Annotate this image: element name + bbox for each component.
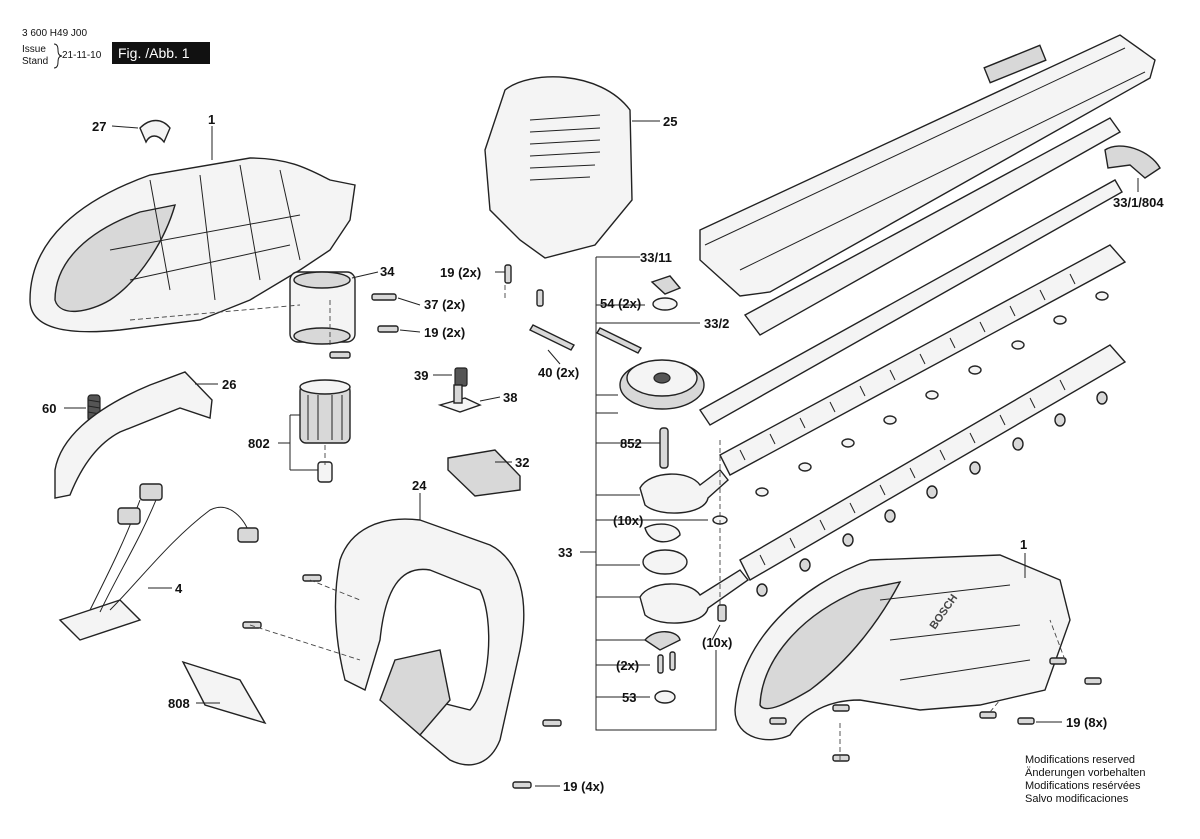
cap-27 <box>139 119 171 144</box>
callout-1-bottom: 1 <box>1020 537 1027 552</box>
brace-icon <box>53 43 63 69</box>
callout-40: 40 (2x) <box>538 365 579 380</box>
housing-half-right: BOSCH <box>734 554 1071 741</box>
callout-34: 34 <box>380 264 395 279</box>
callout-33-1-804: 33/1/804 <box>1113 195 1164 210</box>
gear <box>619 359 705 410</box>
assembly-lines <box>129 285 1066 760</box>
label-808 <box>181 660 267 725</box>
pad-32 <box>447 449 521 497</box>
callout-4: 4 <box>175 581 183 596</box>
figure-label: Fig. /Abb. 1 <box>118 45 190 61</box>
callout-19-a: 19 (2x) <box>424 325 465 340</box>
cable-harness-4 <box>58 483 259 641</box>
callout-labels: 27 1 34 37 (2x) 19 (2x) 26 60 802 39 38 … <box>42 112 1164 794</box>
callout-33-11: 33/11 <box>640 250 672 265</box>
lever-26 <box>54 371 213 499</box>
callout-26: 26 <box>222 377 236 392</box>
callout-54: 54 (2x) <box>600 296 641 311</box>
screws-37-19 <box>329 293 399 359</box>
housing-half-left <box>29 157 356 333</box>
leader-lines <box>64 120 1139 787</box>
note-line-3: Modifications resérvées <box>1025 780 1141 792</box>
callout-39: 39 <box>414 368 428 383</box>
screws-19-8x <box>769 657 1102 762</box>
callout-24: 24 <box>412 478 427 493</box>
note-line-2: Änderungen vorbehalten <box>1025 767 1145 779</box>
figure-badge <box>112 42 210 64</box>
callout-19-b: 19 (2x) <box>440 265 481 280</box>
header: 3 600 H49 J00 Issue Stand 21-11-10 Fig. … <box>22 28 210 69</box>
guide-bar <box>698 179 1123 426</box>
connecting-rod-lower <box>639 569 750 624</box>
issue-label: Issue <box>22 44 46 55</box>
small-parts <box>642 275 728 704</box>
callout-25: 25 <box>663 114 677 129</box>
group-33-bracket <box>580 256 717 731</box>
callout-2x: (2x) <box>616 658 639 673</box>
callout-1-top: 1 <box>208 112 215 127</box>
callout-33-2: 33/2 <box>704 316 729 331</box>
doc-number: 3 600 H49 J00 <box>22 28 87 39</box>
callout-33: 33 <box>558 545 572 560</box>
callout-37: 37 (2x) <box>424 297 465 312</box>
screws-19-4x <box>242 574 562 789</box>
modifications-note: Modifications reserved Änderungen vorbeh… <box>1025 754 1145 805</box>
callout-19-8x: 19 (8x) <box>1066 715 1107 730</box>
callout-32: 32 <box>515 455 529 470</box>
screws-19-2x <box>504 264 544 307</box>
blade-cover <box>699 34 1156 297</box>
front-handle-24 <box>334 518 525 766</box>
callout-10x-a: (10x) <box>613 513 643 528</box>
callout-60: 60 <box>42 401 56 416</box>
blade-lower <box>739 344 1127 581</box>
callout-19-4x: 19 (4x) <box>563 779 604 794</box>
callout-10x-b: (10x) <box>702 635 732 650</box>
callout-802: 802 <box>248 436 270 451</box>
callout-852: 852 <box>620 436 642 451</box>
blade-cover-grip <box>1104 145 1161 179</box>
callout-53: 53 <box>622 690 636 705</box>
motor-802 <box>299 379 351 483</box>
connecting-rod-upper <box>639 469 729 514</box>
motor-mount-34 <box>289 271 356 345</box>
switch-38 <box>437 367 482 413</box>
stand-label: Stand <box>22 56 48 67</box>
callout-38: 38 <box>503 390 517 405</box>
blade-upper <box>719 244 1127 476</box>
issue-date: 21-11-10 <box>62 50 102 61</box>
rivets <box>755 291 1109 597</box>
blade-rail <box>743 117 1122 336</box>
note-line-4: Salvo modificaciones <box>1025 793 1129 805</box>
callout-27: 27 <box>92 119 106 134</box>
pins-40 <box>529 324 642 354</box>
note-line-1: Modifications reserved <box>1025 754 1135 766</box>
hand-guard-25 <box>484 76 633 259</box>
callout-808: 808 <box>168 696 190 711</box>
